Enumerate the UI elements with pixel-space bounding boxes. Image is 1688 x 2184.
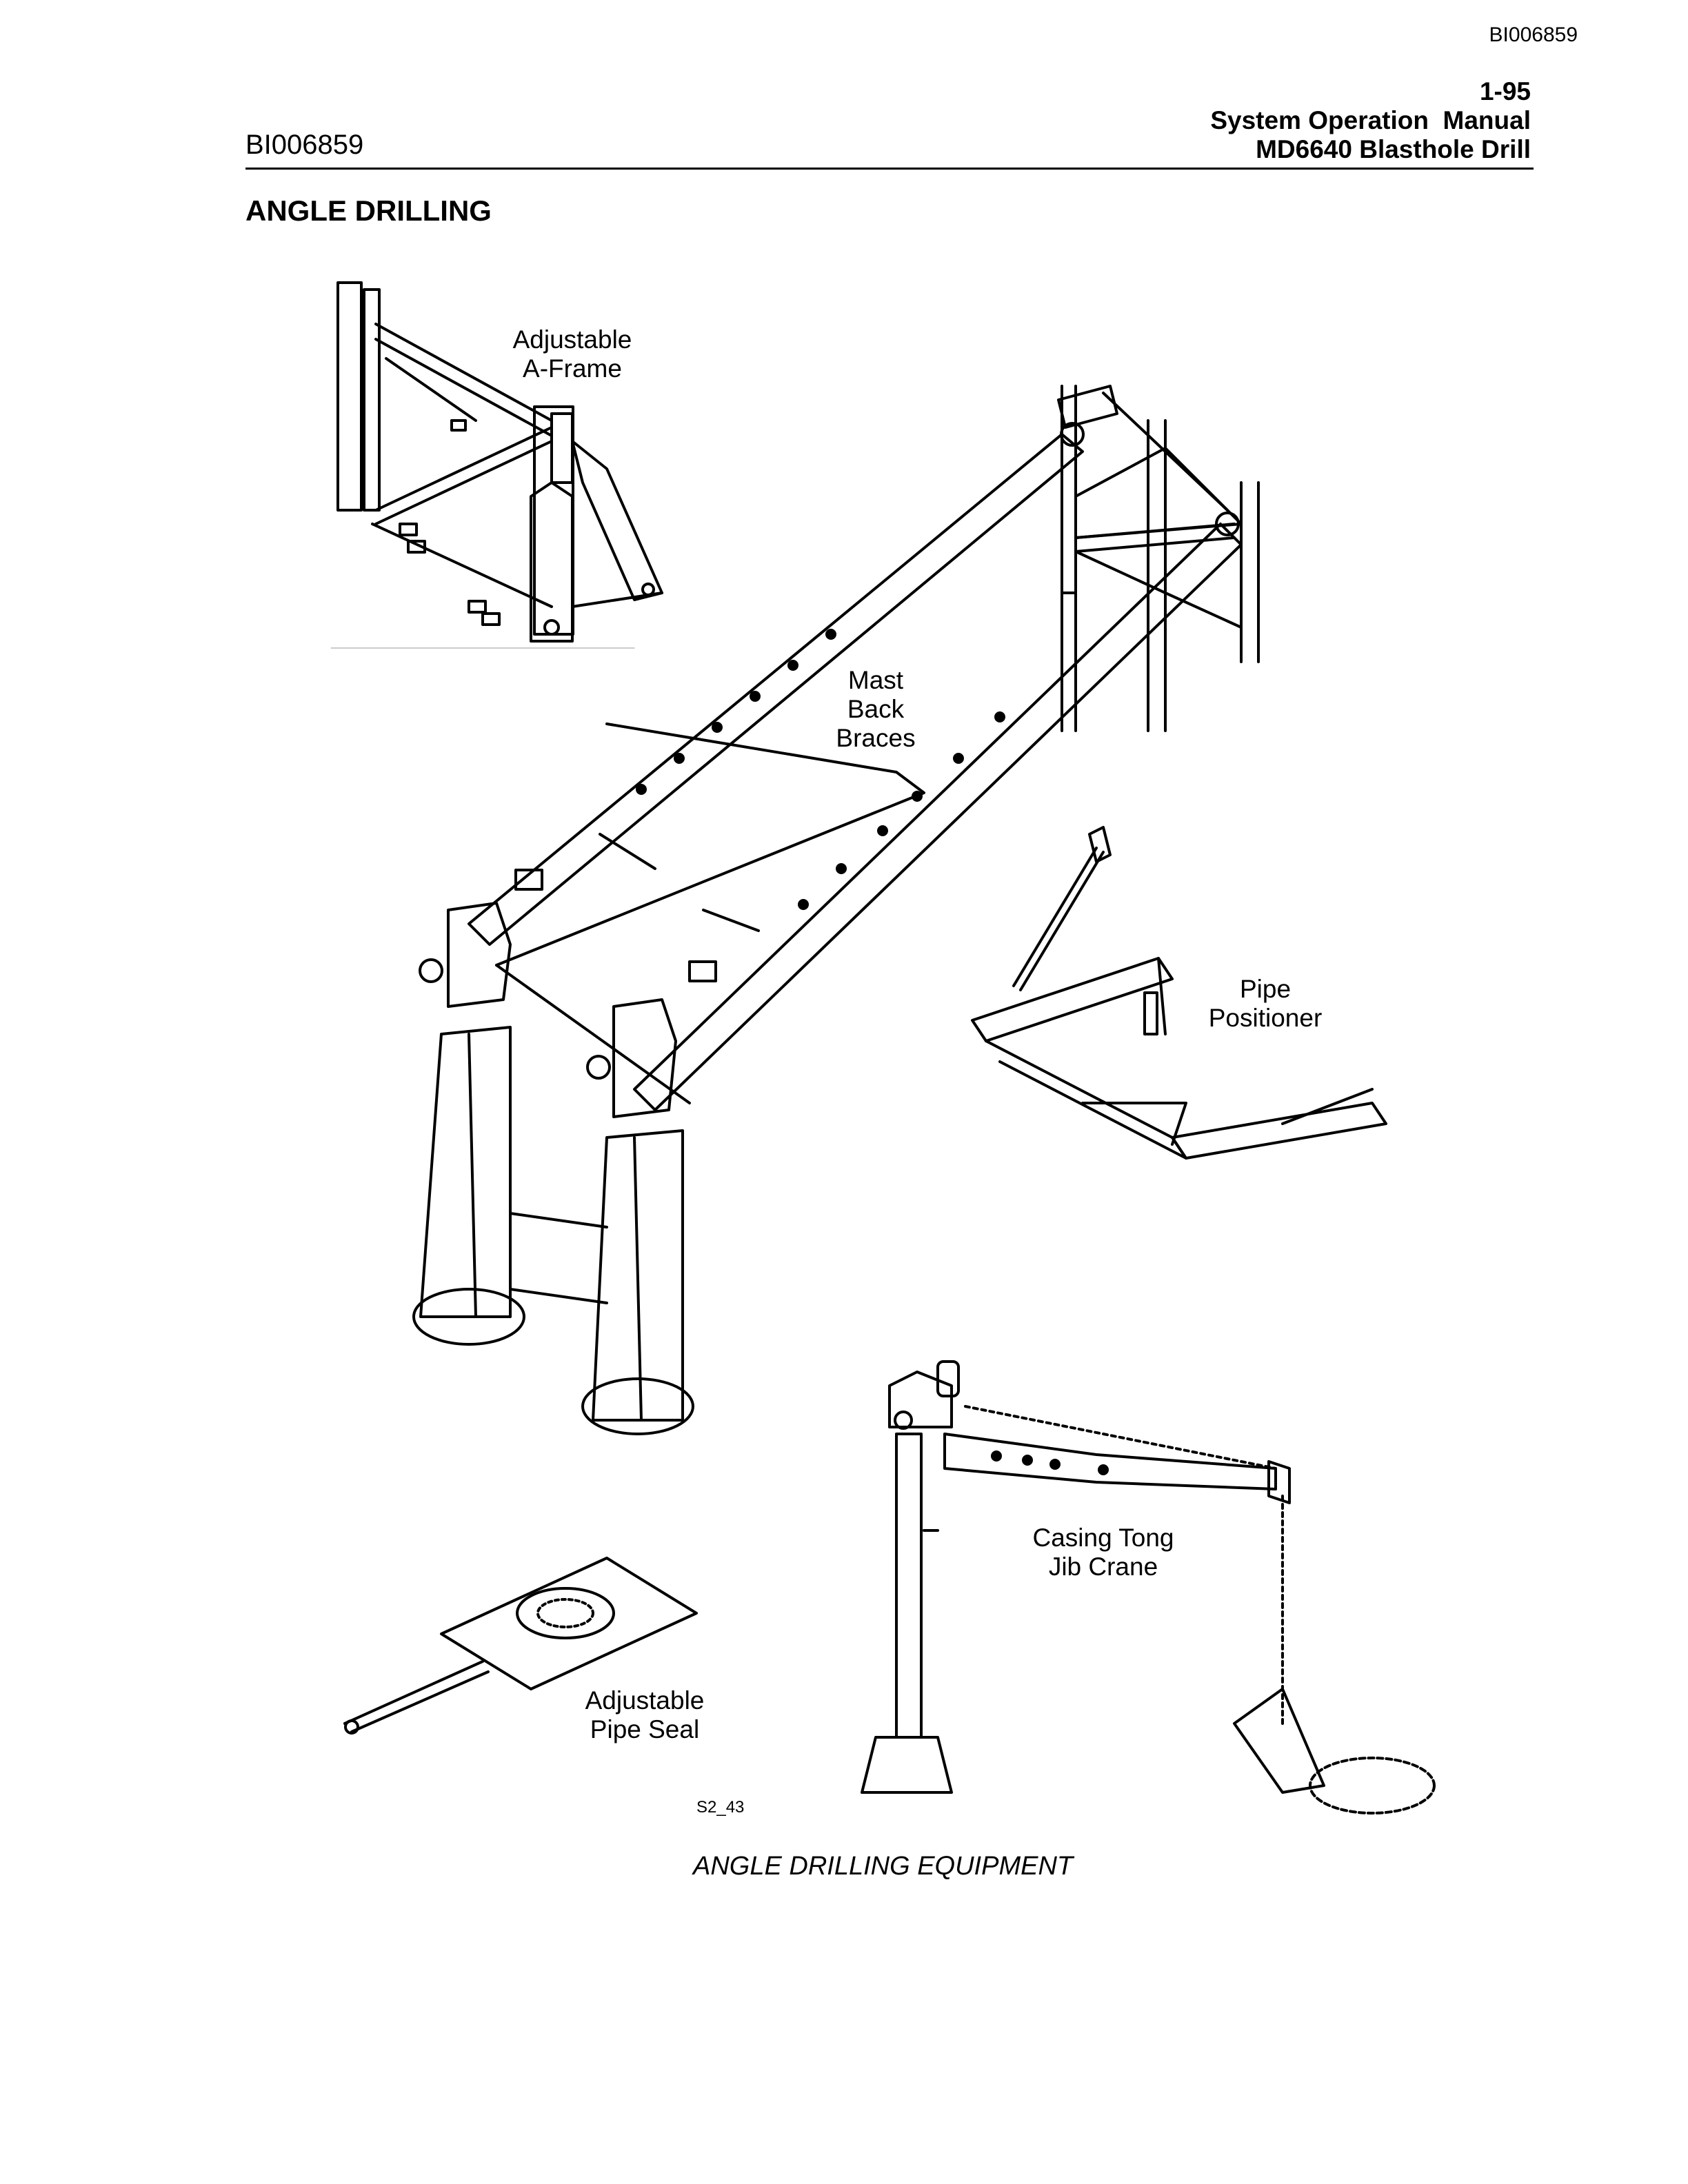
a-frame-label: Adjustable A-Frame xyxy=(503,325,641,383)
pipe-seal-label-line1: Adjustable xyxy=(585,1686,705,1715)
mast-back-braces-label-line1: Mast xyxy=(847,666,904,694)
pipe-seal-label-line2: Pipe Seal xyxy=(590,1715,700,1743)
page-number: 1-95 xyxy=(1479,77,1531,105)
document-id-header: BI006859 xyxy=(245,130,364,160)
section-title: ANGLE DRILLING xyxy=(245,194,492,227)
page-header: 1-95 System Operation Manual MD6640 Blas… xyxy=(1210,77,1531,164)
mast-back-braces-label-line3: Braces xyxy=(836,724,916,752)
figure-caption: ANGLE DRILLING EQUIPMENT xyxy=(693,1852,1074,1881)
figure-id: S2_43 xyxy=(696,1798,745,1817)
pipe-positioner-label-line1: Pipe xyxy=(1239,975,1292,1003)
casing-tong-jib-crane-label-line2: Jib Crane xyxy=(1048,1553,1158,1581)
machine-name: MD6640 Blasthole Drill xyxy=(1256,135,1531,163)
document-id-top: BI006859 xyxy=(1489,23,1578,46)
pipe-seal-drawing xyxy=(343,1557,698,1735)
manual-title: System Operation Manual xyxy=(1210,106,1531,134)
casing-tong-jib-crane-label: Casing Tong Jib Crane xyxy=(1021,1524,1186,1581)
jib-crane-drawing xyxy=(861,1360,1436,1814)
support-stands-drawing xyxy=(412,902,694,1435)
a-frame-label-line2: A-Frame xyxy=(523,354,622,383)
casing-tong-jib-crane-label-line1: Casing Tong xyxy=(1032,1524,1174,1552)
pipe-positioner-label-line2: Positioner xyxy=(1208,1004,1323,1032)
mast-structure-drawing xyxy=(1057,385,1260,732)
mast-back-braces-label-line2: Back xyxy=(847,695,905,723)
a-frame-drawing xyxy=(336,281,663,643)
mast-back-braces-drawing xyxy=(468,433,1243,1111)
pipe-positioner-label: Pipe Positioner xyxy=(1196,975,1334,1033)
mast-back-braces-label: Mast Back Braces xyxy=(814,666,938,753)
header-rule xyxy=(245,168,1534,170)
pipe-seal-label: Adjustable Pipe Seal xyxy=(569,1686,721,1744)
pipe-positioner-drawing xyxy=(971,826,1387,1160)
a-frame-label-line1: Adjustable xyxy=(512,325,632,354)
